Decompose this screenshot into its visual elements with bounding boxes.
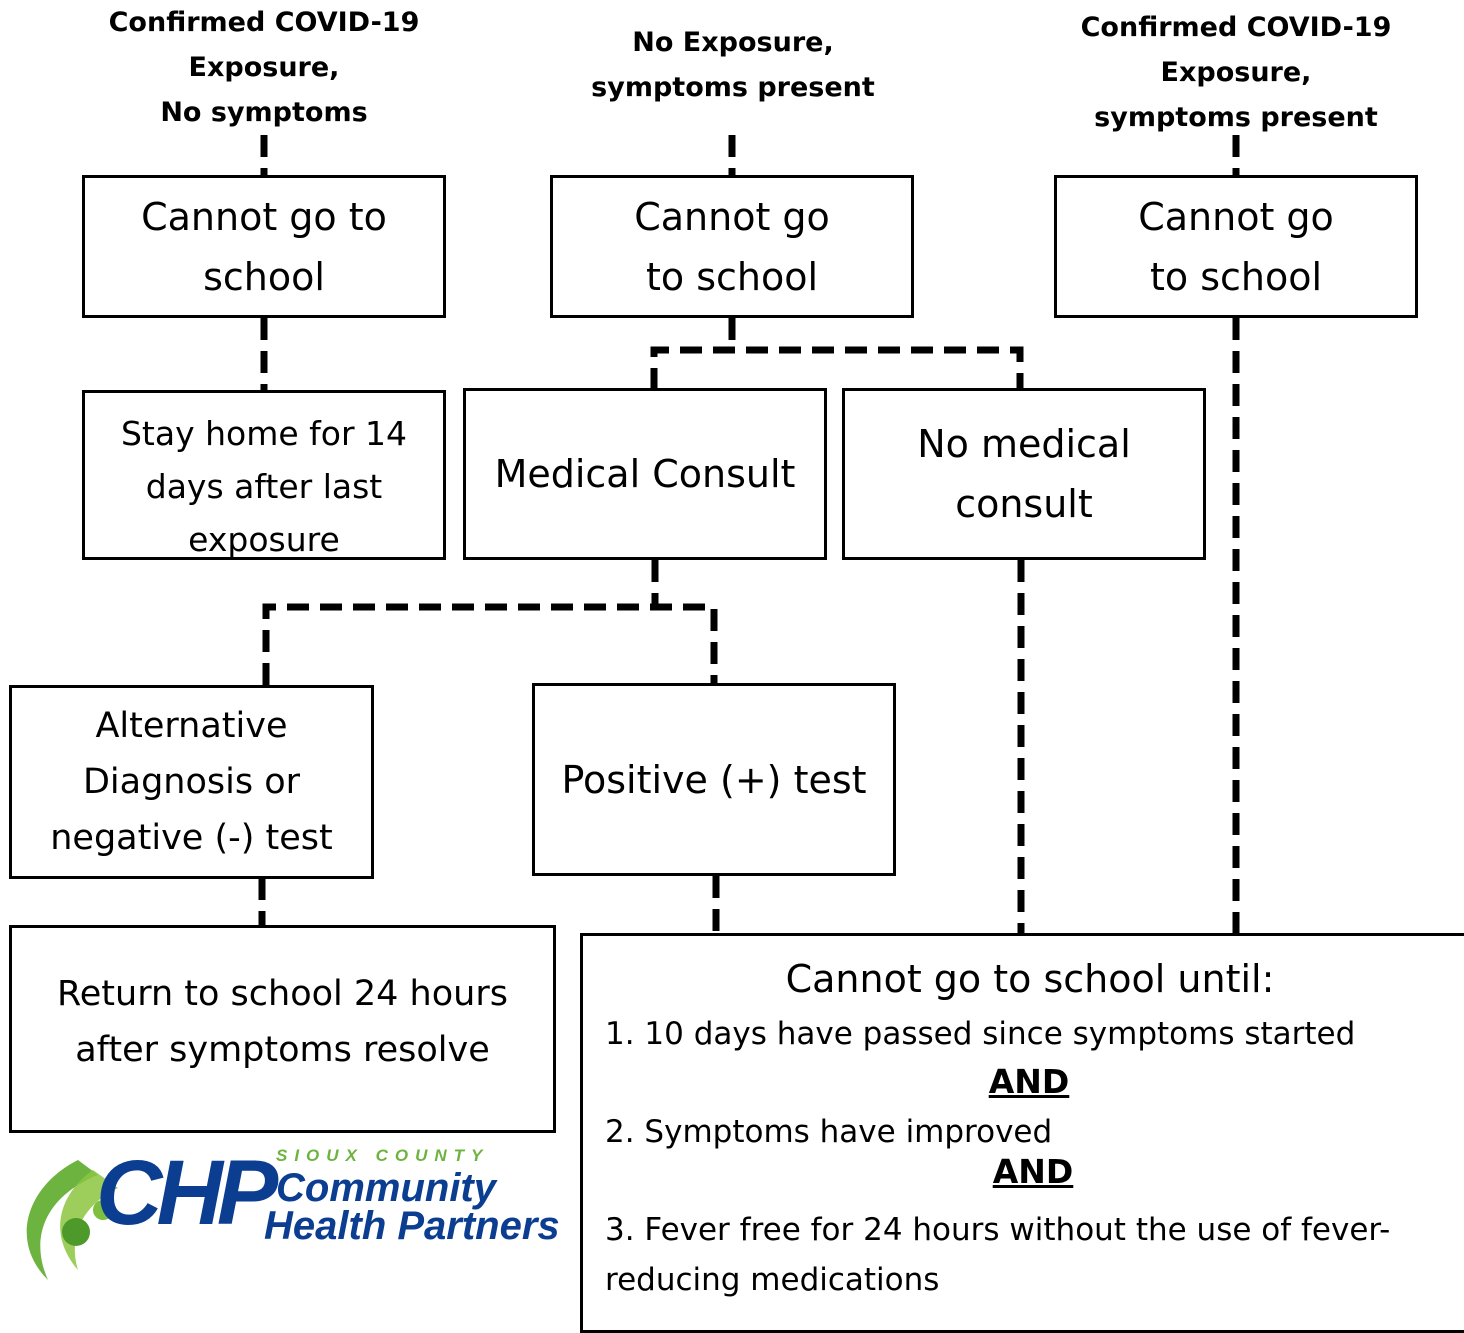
header-middle: No Exposure, symptoms present — [591, 27, 875, 103]
condition-3-line1: 3. Fever free for 24 hours without the u… — [605, 1212, 1391, 1248]
condition-3-line2: reducing medications — [605, 1262, 940, 1298]
cannot-go-box-middle: Cannot go to school — [550, 175, 914, 318]
cannot-go-box-left: Cannot go to school — [82, 175, 446, 318]
chp-logo: CHP SIOUX COUNTY Community Health Partne… — [8, 1140, 568, 1290]
and-label-1: AND — [988, 1062, 1070, 1101]
and-label-2: AND — [992, 1152, 1074, 1191]
logo-line2: Health Partners — [264, 1204, 560, 1248]
logo-initials: CHP — [96, 1142, 278, 1244]
condition-1: 1. 10 days have passed since symptoms st… — [605, 1016, 1356, 1052]
medical-consult-box: Medical Consult — [463, 388, 827, 560]
logo-line1: Community — [276, 1166, 496, 1210]
connector-lines — [258, 135, 1240, 933]
positive-test-box: Positive (+) test — [532, 683, 896, 876]
alternative-diagnosis-box: Alternative Diagnosis or negative (-) te… — [9, 685, 374, 879]
final-conditions-box: Cannot go to school until: 1. 10 days ha… — [580, 933, 1464, 1333]
header-right: Confirmed COVID-19 Exposure, symptoms pr… — [1080, 12, 1392, 133]
no-medical-consult-box: No medical consult — [842, 388, 1206, 560]
header-left: Confirmed COVID-19 Exposure, No symptoms — [108, 7, 420, 128]
condition-2: 2. Symptoms have improved — [605, 1114, 1053, 1150]
logo-swoosh-icon — [26, 1160, 118, 1280]
stay-home-box: Stay home for 14 days after last exposur… — [82, 390, 446, 560]
logo-county: SIOUX COUNTY — [276, 1146, 490, 1165]
return-to-school-box: Return to school 24 hours after symptoms… — [9, 925, 556, 1133]
cannot-go-box-right: Cannot go to school — [1054, 175, 1418, 318]
final-title: Cannot go to school until: — [785, 957, 1275, 1001]
